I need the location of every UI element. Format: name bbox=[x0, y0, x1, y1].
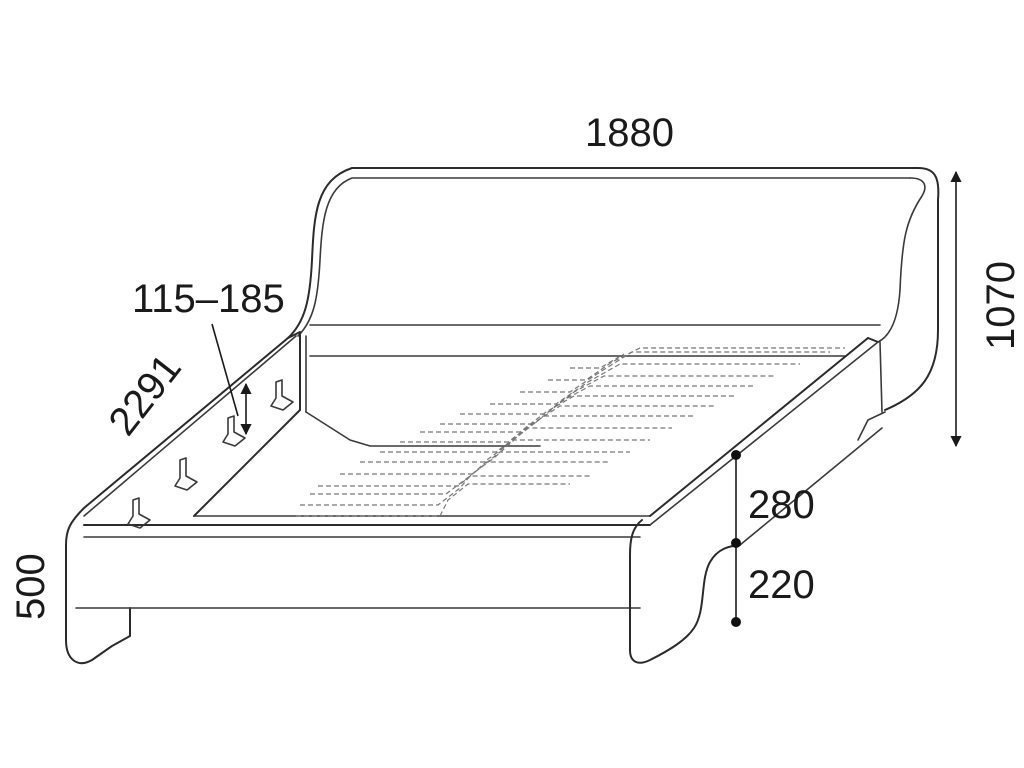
leg-height-label: 220 bbox=[748, 563, 815, 607]
slat-bracket bbox=[270, 379, 294, 411]
dimension-labels: 1880 1070 115–185 2291 280 220 500 bbox=[9, 111, 1023, 620]
slat-bracket bbox=[127, 497, 151, 529]
frame-height-label: 280 bbox=[748, 483, 815, 527]
slat-adjust-label: 115–185 bbox=[132, 277, 285, 321]
dimension-lines bbox=[211, 170, 962, 627]
slat-bracket bbox=[174, 457, 198, 491]
front-panel bbox=[75, 515, 651, 609]
right-side-rail bbox=[629, 337, 883, 664]
length-label: 2291 bbox=[100, 346, 189, 443]
left-side-rail bbox=[65, 331, 541, 665]
width-label: 1880 bbox=[585, 111, 674, 155]
bed-height-label: 500 bbox=[9, 553, 53, 620]
dimension-dot-top bbox=[731, 450, 741, 460]
dimension-dot-bottom bbox=[731, 617, 741, 627]
dimension-dot-middle bbox=[731, 538, 741, 548]
slat-bracket bbox=[222, 415, 246, 447]
height-label: 1070 bbox=[979, 261, 1023, 350]
slat-adjust-leader bbox=[211, 323, 239, 417]
slat-brackets bbox=[127, 379, 294, 529]
headboard bbox=[287, 167, 940, 441]
slats bbox=[296, 347, 845, 517]
